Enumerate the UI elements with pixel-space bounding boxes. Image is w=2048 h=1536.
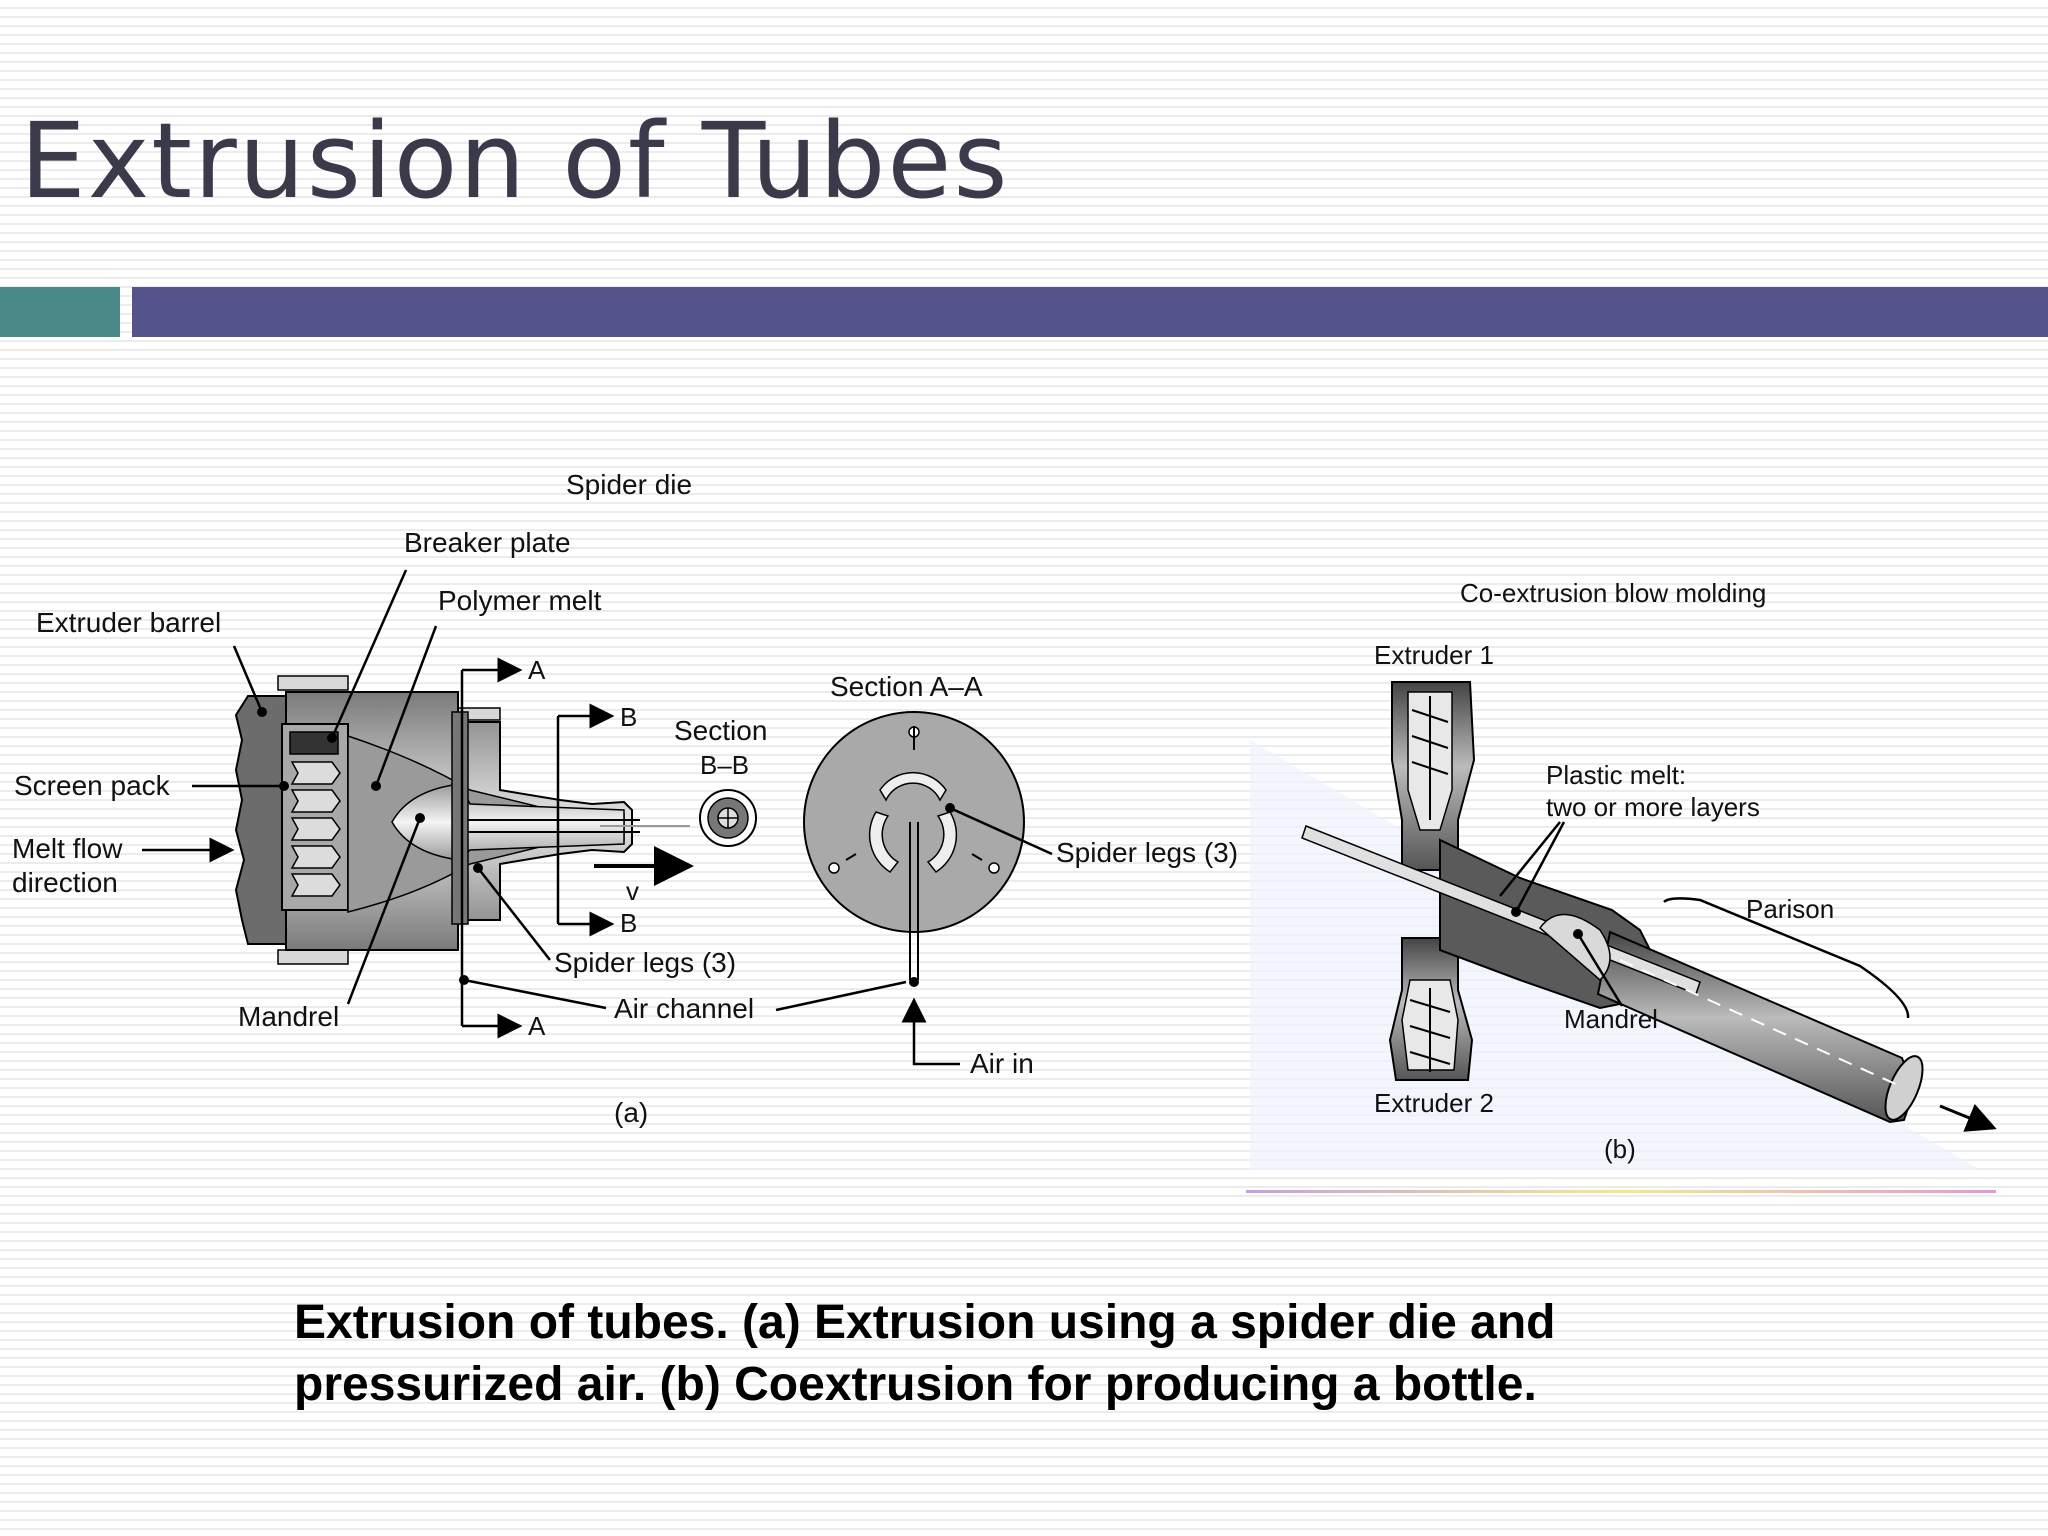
spider-slot [868,811,900,873]
breaker-plate-leader [330,569,408,739]
slide-title: Extrusion of Tubes [20,100,1010,222]
air-in-label: Air in [970,1048,1034,1079]
mandrel-b-leader [1576,933,1624,1007]
plastic-melt-leader [1499,821,1561,897]
melt-flow-label-2: direction [12,867,118,898]
spider-legs-leader [477,867,551,961]
plastic-melt-label-1: Plastic melt: [1546,760,1686,790]
section-a-bottom: A [528,1011,546,1041]
polymer-melt-label: Polymer melt [438,585,602,616]
parison-bracket [1663,897,1910,1019]
spider-slot [879,771,947,802]
spider-plate [451,711,469,925]
caption-line-1: Extrusion of tubes. (a) Extrusion using … [294,1296,1556,1349]
figure-b-underline [1246,1190,1996,1193]
mandrel-label: Mandrel [238,1001,339,1032]
mandrel-leader [346,817,422,1005]
parison-label: Parison [1746,894,1834,924]
figure-a-tag: (a) [614,1097,648,1128]
flange-bolt [277,949,349,965]
figure-b: Co-extrusion blow molding Extruder 1 Ext… [1246,578,1997,1193]
section-bb-label-1: Section [674,715,767,746]
coextrusion-heading: Co-extrusion blow molding [1460,578,1766,608]
extruder-barrel-leader [232,645,264,713]
extruder-barrel-label: Extruder barrel [36,607,221,638]
plastic-melt-label-2: two or more layers [1546,792,1760,822]
figure-a: Spider die [12,469,1238,1128]
title-accent-block [0,287,120,337]
polymer-melt-leader [374,625,438,787]
screen-pack-label: Screen pack [14,770,171,801]
caption-line-2: pressurized air. (b) Coextrusion for pro… [294,1358,1537,1411]
air-in-arrow [901,997,960,1066]
figure-b-tag: (b) [1604,1134,1636,1164]
extruder-2-label: Extruder 2 [1374,1088,1494,1118]
melt-flow-label-1: Melt flow [12,833,123,864]
exit-arrow [1939,1103,1997,1132]
extruder-1-screw [1411,696,1449,820]
section-b-bottom: B [620,908,637,938]
extruder-barrel [234,695,287,945]
air-channel-leader-right [775,980,907,1012]
spider-die-heading: Spider die [566,469,692,500]
figure-area: Spider die [0,460,2048,1220]
air-channel-label: Air channel [614,993,754,1024]
extruder-2-screw [1409,988,1451,1072]
air-channel-leader-left [463,978,607,1010]
title-underline-bar [132,287,2048,337]
section-aa-label: Section A–A [830,671,983,702]
extrusion-diagram: Spider die [12,469,1997,1193]
velocity-label: v [626,876,639,906]
spider-legs-aa-label: Spider legs (3) [1056,837,1238,868]
mandrel-b-label: Mandrel [1564,1004,1658,1034]
section-a-top: A [528,655,546,685]
breaker-plate-label: Breaker plate [404,527,571,558]
spider-legs-aa-leader [949,806,1053,856]
figure-caption: Extrusion of tubes. (a) Extrusion using … [294,1292,1794,1416]
section-bb-label-2: B–B [700,750,749,780]
section-aa-disc [803,711,1025,933]
spider-legs-label: Spider legs (3) [554,947,736,978]
spider-slot [926,811,958,873]
extruder-1-label: Extruder 1 [1374,640,1494,670]
screen-pack [289,731,341,897]
section-b-top: B [620,702,637,732]
flange-bolt [277,675,349,691]
